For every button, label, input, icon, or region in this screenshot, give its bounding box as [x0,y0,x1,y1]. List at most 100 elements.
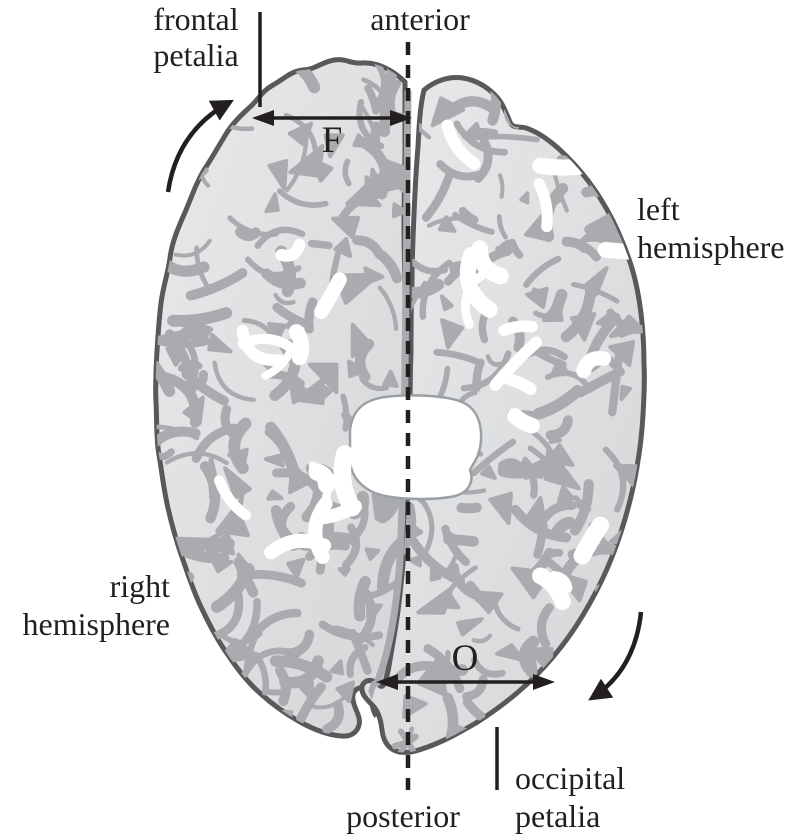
sulcus-mark [188,622,208,648]
sulcus-mark [177,71,189,97]
sulcus-mark [515,456,544,479]
sulcus-mark [155,92,173,119]
sulcus-mark [264,192,280,214]
sulcus-mark [488,491,513,525]
sulcus-mark [608,349,624,417]
sulcus-mark [573,495,592,512]
rotation-arrow-occipital [588,611,644,701]
sulcus-mark [469,590,504,615]
sulcus-mark [471,633,493,644]
sulcus-mark [496,214,508,240]
sulcus-mark [480,464,497,480]
sulcus-mark [241,647,301,678]
sulcus-mark [547,667,562,685]
sulcus-mark [517,708,549,728]
sulcus-mark [433,348,479,365]
sulcus-mark [272,302,307,328]
sulcus-mark [269,655,333,683]
sulcus-mark [215,504,250,538]
highlight-mark [236,324,285,367]
sulcus-mark [391,202,405,219]
sulcus-mark [558,109,572,126]
sulcus-mark [523,255,562,288]
highlight-mark [533,178,553,233]
sulcus-mark [209,557,234,574]
sulcus-mark [304,297,318,334]
highlight-mark [441,119,481,170]
frontal-extent-arrowhead-left [252,110,274,126]
rotation-arrow-frontal [165,99,234,193]
sulcus-mark [286,557,306,580]
sulcus-mark [296,682,326,724]
sulcus-mark [485,354,504,367]
sulcus-mark [167,307,233,327]
sulcus-mark [439,294,454,312]
sulcus-mark [329,659,345,676]
sulcus-mark [537,603,554,649]
sulcus-mark [492,601,521,632]
sulcus-mark [377,285,399,331]
sulcus-mark [595,312,612,327]
highlight-mark [213,475,251,521]
sulcus-mark [456,617,484,637]
sulcus-mark [292,678,316,704]
sulcus-mark [456,502,482,514]
sulcus-mark [276,188,329,208]
sulcus-mark [335,680,356,704]
sulcus-mark [619,384,632,402]
sulcus-mark [164,451,229,466]
sulcus-mark [227,447,249,467]
highlight-mark [264,533,332,560]
sulcus-mark [155,718,204,734]
highlight-mark [275,238,306,262]
sulcus-mark [408,555,422,568]
sulcus-mark [183,548,230,564]
sulcus-mark [247,569,306,588]
sulcus-mark [460,350,512,392]
sulcus-mark [609,314,645,339]
sulcus-mark [365,603,383,625]
right-hemisphere-label-line2: hemisphere [23,606,171,642]
sulcus-mark [546,443,575,467]
sulcus-mark [165,346,186,367]
sulcus-mark [266,489,284,501]
sulcus-mark [193,320,214,345]
frontal-extent-arrow [252,110,412,126]
frontal-extent-arrowhead-right [390,110,412,126]
sulcus-mark [526,496,548,529]
sulcus-mark [323,133,345,159]
sulcus-mark [307,239,333,250]
sulcus-mark [235,226,261,242]
sulcus-mark [437,215,457,233]
frontal-measure-label: F [322,120,343,161]
sulcus-mark [276,501,296,545]
sulcus-mark [331,215,361,240]
sulcus-mark [542,297,564,323]
sulcus-mark [498,458,525,473]
sulcus-mark [453,120,508,156]
occipital-extent-arrow [376,674,555,690]
sulcus-mark [207,333,233,354]
highlight-mark [288,324,310,366]
sulcus-mark [462,720,523,741]
sulcus-mark [519,191,530,205]
sulcus-mark [435,592,461,610]
sulcus-mark [364,84,380,115]
sulcus-mark [548,433,562,444]
sulcus-mark [521,647,538,678]
sulcus-mark [346,643,369,678]
sulcus-mark [376,528,405,594]
sulcus-mark [594,584,624,616]
right-hemisphere-label-line1: right [110,568,171,604]
highlight-mark [314,272,347,320]
sulcus-mark [212,360,256,402]
sulcus-mark [561,236,601,262]
sulcus-mark [582,266,609,297]
highlight-mark [532,567,571,611]
frontal-petalia-label-line2: petalia [153,37,238,73]
sulcus-mark [263,453,285,468]
sulcus-mark [557,484,576,504]
posterior-label: posterior [346,798,460,834]
sulcus-mark [551,516,576,538]
